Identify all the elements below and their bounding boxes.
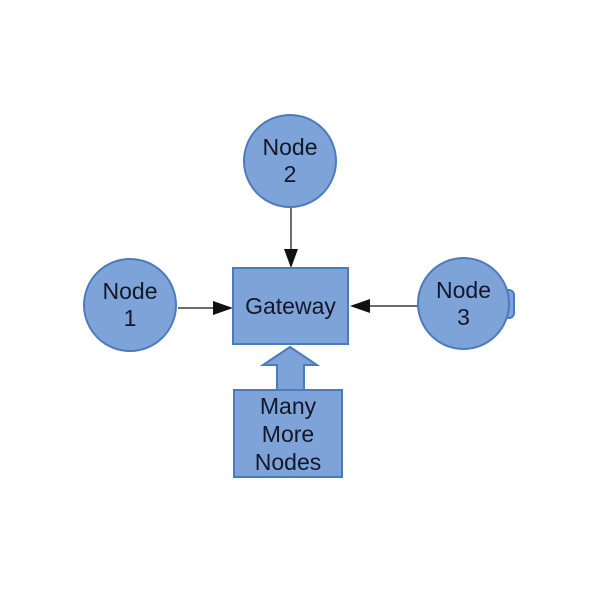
block-arrow-many-nodes-to-gateway bbox=[259, 345, 321, 391]
arrow-node3-to-gateway-head bbox=[350, 299, 370, 313]
node-1-label-line1: Node bbox=[102, 278, 158, 304]
arrow-node1-to-gateway-head bbox=[213, 301, 233, 315]
many-more-nodes-label-line3: Nodes bbox=[254, 448, 322, 475]
node-1-label-line2: 1 bbox=[123, 305, 137, 331]
many-more-nodes-box: Many More Nodes bbox=[233, 389, 343, 478]
arrow-node2-to-gateway-head bbox=[284, 249, 298, 268]
gateway-box: Gateway bbox=[232, 267, 349, 345]
many-more-nodes-label-line1: Many bbox=[259, 392, 317, 419]
node-2-circle: Node 2 bbox=[243, 114, 337, 208]
node-1-circle: Node 1 bbox=[83, 258, 177, 352]
gateway-label: Gateway bbox=[245, 292, 336, 319]
many-more-nodes-label-line2: More bbox=[261, 420, 315, 447]
node-2-label-line1: Node bbox=[262, 134, 318, 160]
node-2-label-line2: 2 bbox=[283, 161, 297, 187]
node-3-label-line2: 3 bbox=[457, 303, 470, 330]
node-3-circle: Node 3 bbox=[417, 257, 510, 350]
node-3-label-line1: Node bbox=[436, 276, 491, 303]
